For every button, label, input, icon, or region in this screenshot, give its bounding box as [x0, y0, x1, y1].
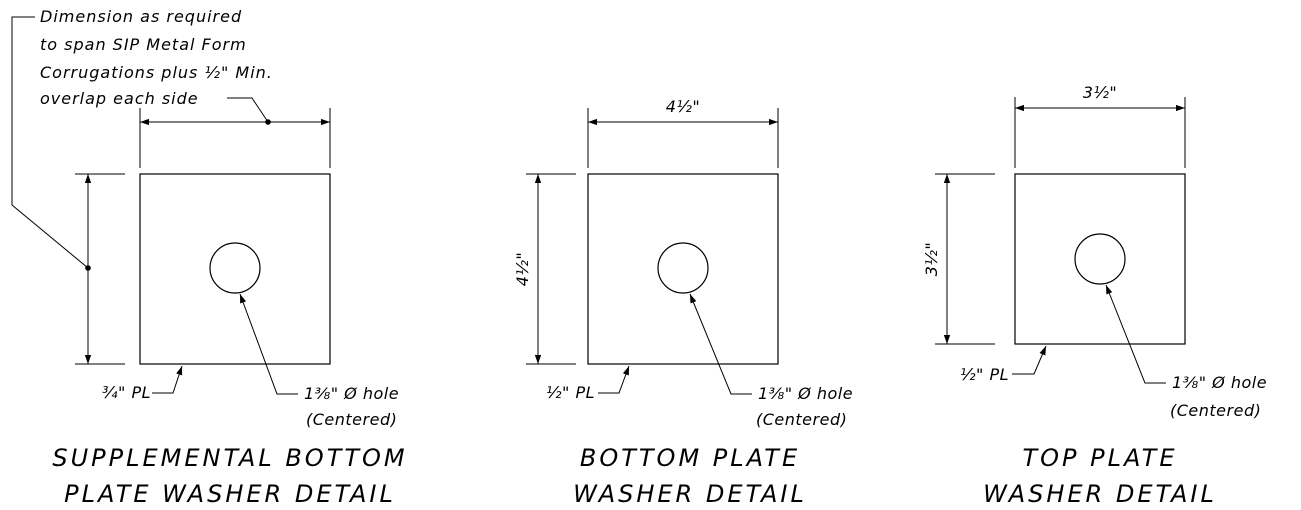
- hole-label-leader: [689, 293, 752, 395]
- hole-note: (Centered): [756, 410, 847, 429]
- note-leader-right: [227, 97, 269, 123]
- width-dimension-label: 3½": [1083, 83, 1118, 102]
- detail-title-line-1: SUPPLEMENTAL BOTTOM: [52, 444, 407, 472]
- plate-outline: [587, 173, 779, 365]
- supplemental-bottom-plate-detail: Dimension as required to span SIP Metal …: [11, 7, 407, 508]
- note-line-1: Dimension as required: [40, 7, 242, 26]
- hole-circle: [657, 242, 709, 294]
- plate-label: ½" PL: [546, 383, 595, 402]
- detail-title-line-1: TOP PLATE: [1023, 444, 1178, 472]
- hole-circle: [209, 242, 261, 294]
- bottom-plate-detail: 4½" 4½" ½" PL 1⅜" Ø hole (Centered) BOTT…: [513, 97, 853, 508]
- plate-label-leader: [598, 365, 630, 394]
- plate-label-leader: [152, 365, 183, 394]
- note-line-2: to span SIP Metal Form: [40, 35, 247, 54]
- hole-label: 1⅜" Ø hole: [758, 384, 853, 403]
- note-leader-left: [11, 16, 89, 269]
- height-dimension-label: 3½": [922, 242, 941, 277]
- note-line-4: overlap each side: [40, 89, 199, 108]
- hole-label: 1⅜" Ø hole: [304, 384, 399, 403]
- plate-label: ¾" PL: [102, 383, 151, 402]
- note-line-3: Corrugations plus ½" Min.: [40, 63, 273, 82]
- detail-title-line-1: BOTTOM PLATE: [580, 444, 800, 472]
- width-dimension-label: 4½": [666, 97, 701, 116]
- plate-label: ½" PL: [960, 365, 1009, 384]
- plate-label-leader: [1012, 345, 1047, 375]
- top-plate-detail: 3½" 3½" ½" PL 1⅜" Ø hole (Centered) TOP …: [922, 83, 1267, 508]
- plate-outline: [1014, 173, 1186, 345]
- hole-note: (Centered): [1170, 401, 1261, 420]
- hole-label-leader: [1105, 284, 1166, 384]
- height-dimension-label: 4½": [513, 252, 532, 287]
- hole-label-leader: [239, 293, 298, 395]
- hole-note: (Centered): [306, 410, 397, 429]
- hole-circle: [1074, 233, 1126, 285]
- detail-title-line-2: PLATE WASHER DETAIL: [64, 480, 396, 508]
- detail-title-line-2: WASHER DETAIL: [983, 480, 1217, 508]
- plate-outline: [139, 173, 331, 365]
- detail-title-line-2: WASHER DETAIL: [573, 480, 807, 508]
- hole-label: 1⅜" Ø hole: [1172, 373, 1267, 392]
